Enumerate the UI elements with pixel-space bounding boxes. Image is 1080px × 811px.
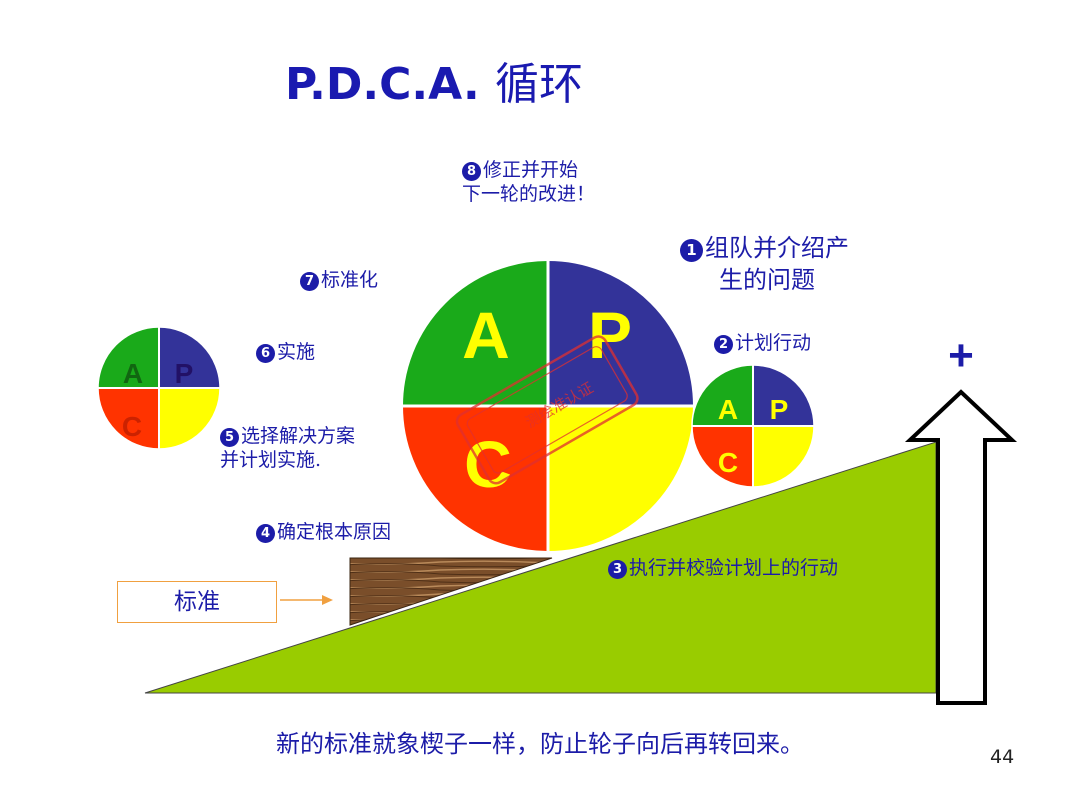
right-letter-a: A (718, 394, 738, 425)
step-5-number-icon: 5 (220, 428, 239, 447)
step-1-number-icon: 1 (680, 239, 703, 262)
left-letter-c: C (122, 411, 142, 442)
standard-label: 标准 (174, 589, 220, 615)
step-4-number-icon: 4 (256, 524, 275, 543)
page-number: 44 (990, 746, 1014, 768)
right-pdca-wheel: A P C (692, 365, 814, 487)
step-2-number-icon: 2 (714, 335, 733, 354)
step-8-number-icon: 8 (462, 162, 481, 181)
left-letter-a: A (123, 358, 143, 389)
plus-icon: + (948, 331, 974, 380)
right-letter-c: C (718, 447, 738, 478)
left-letter-p: P (175, 358, 194, 389)
big-letter-p: P (588, 298, 632, 372)
step-7-number-icon: 7 (300, 272, 319, 291)
step-3-number-icon: 3 (608, 560, 627, 579)
step-6-number-icon: 6 (256, 344, 275, 363)
big-letter-c: C (464, 427, 512, 501)
big-letter-a: A (462, 298, 510, 372)
bottom-caption: 新的标准就象楔子一样，防止轮子向后再转回来。 (0, 724, 1080, 759)
right-letter-p: P (770, 394, 789, 425)
standard-label-box: 标准 (117, 581, 277, 623)
left-pdca-wheel: A P C (98, 327, 220, 449)
standard-pointer-head (322, 595, 333, 605)
